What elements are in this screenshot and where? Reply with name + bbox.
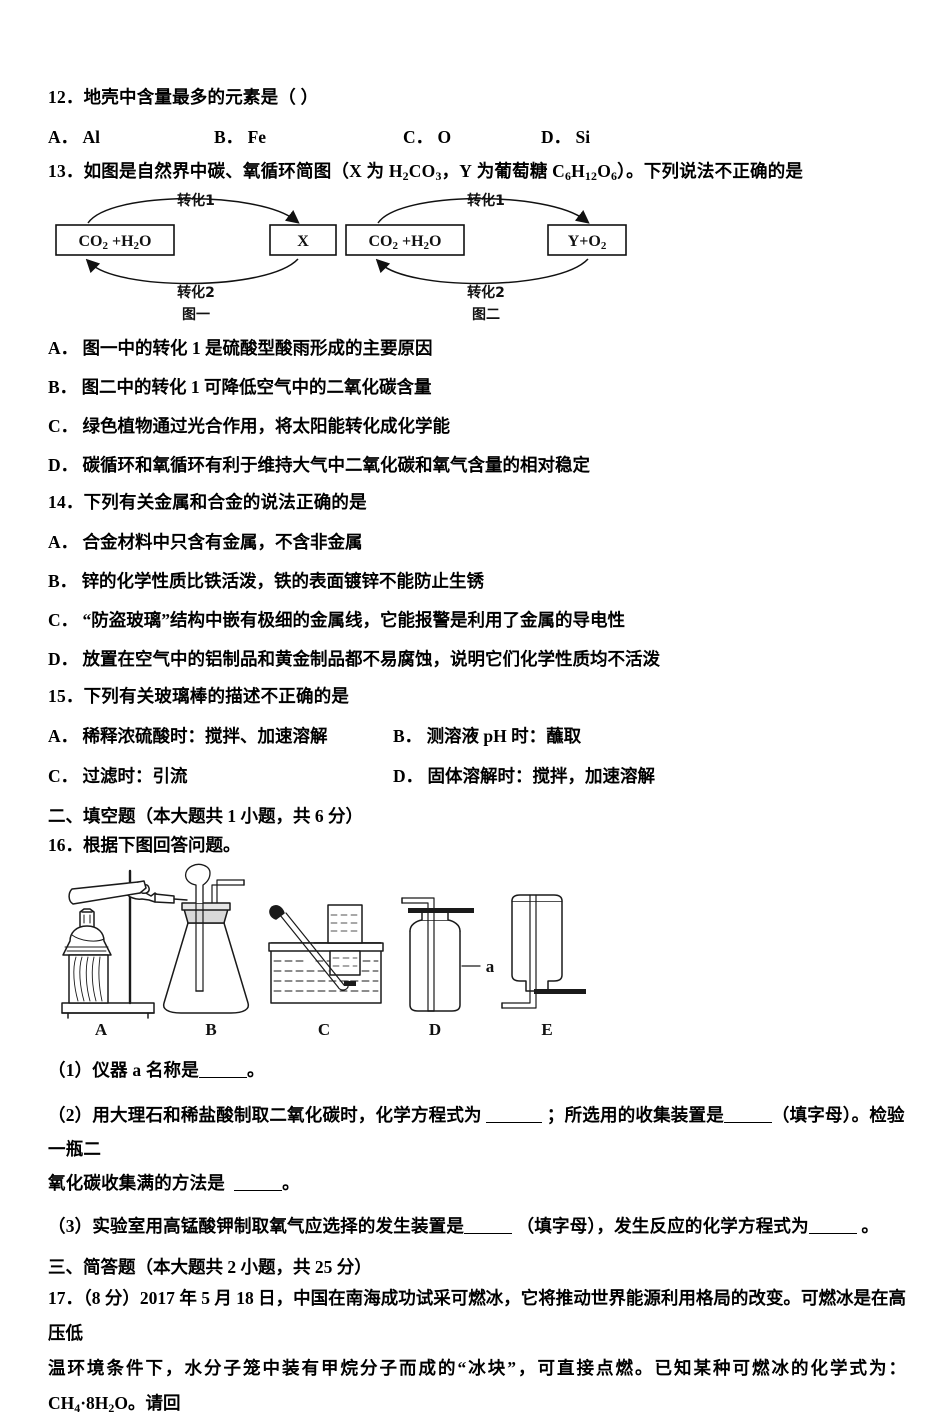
- q15-options-row-1: A． 稀释浓硫酸时：搅拌、加速溶解 B． 测溶液 pH 时：蘸取: [48, 723, 906, 749]
- q12-option-a: A． Al: [48, 126, 101, 147]
- answer-blank[interactable]: [723, 1122, 772, 1124]
- q14-option-d: D． 放置在空气中的铝制品和黄金制品都不易腐蚀，说明它们化学性质均不活泼: [48, 648, 661, 669]
- svg-text:转化2: 转化2: [177, 284, 215, 301]
- answer-blank[interactable]: [198, 1076, 247, 1078]
- q12-option-c: C． O: [403, 126, 452, 147]
- question-13-stem: 13．如图是自然界中碳、氧循环简图（X 为 H2CO3，Y 为葡萄糖 C6H12…: [48, 160, 804, 183]
- apparatus-label-b: B: [205, 1020, 216, 1039]
- svg-text:转化2: 转化2: [467, 284, 505, 301]
- svg-text:转化1: 转化1: [467, 192, 505, 209]
- apparatus-diagram-svg: A: [61, 863, 586, 1039]
- apparatus-label-e: E: [541, 1020, 552, 1039]
- svg-text:转化1: 转化1: [177, 192, 215, 209]
- exam-page: 12．地壳中含量最多的元素是（ ） A． Al B． Fe C． O D． Si…: [48, 87, 906, 1414]
- figure-two: CO2 +H2O Y+O2 转化1 转化2 图二: [345, 192, 627, 323]
- section-2-heading: 二、填空题（本大题共 1 小题，共 6 分）: [48, 805, 363, 826]
- q14-option-a: A． 合金材料中只含有金属，不含非金属: [48, 531, 363, 552]
- question-12-stem: 12．地壳中含量最多的元素是（ ）: [48, 87, 319, 107]
- q13-option-a: A． 图一中的转化 1 是硫酸型酸雨形成的主要原因: [48, 338, 433, 359]
- q15-option-d: D． 固体溶解时：搅拌，加速溶解: [393, 765, 656, 786]
- apparatus-diagram: A: [48, 863, 906, 1049]
- q12-option-b: B． Fe: [214, 126, 267, 147]
- apparatus-annotation-a: a: [486, 957, 495, 976]
- svg-text:图二: 图二: [472, 307, 500, 323]
- question-14-stem: 14．下列有关金属和合金的说法正确的是: [48, 492, 367, 513]
- q15-option-c: C． 过滤时：引流: [48, 765, 188, 786]
- carbon-oxygen-cycle-diagram: CO2 +H2O X 转化1 转化2 图一 CO2 +H2O Y+O2: [48, 187, 906, 325]
- q13-option-c: C． 绿色植物通过光合作用，将太阳能转化成化学能: [48, 416, 451, 437]
- q13-option-d: D． 碳循环和氧循环有利于维持大气中二氧化碳和氧气含量的相对稳定: [48, 455, 591, 476]
- q12-option-d: D． Si: [541, 126, 591, 147]
- q14-option-b: B． 锌的化学性质比铁活泼，铁的表面镀锌不能防止生锈: [48, 570, 485, 591]
- svg-text:CO2 +H2O: CO2 +H2O: [78, 233, 151, 252]
- apparatus-label-c: C: [318, 1020, 330, 1039]
- apparatus-c-water-displacement: [268, 903, 384, 1004]
- svg-text:X: X: [297, 233, 309, 250]
- question-16-sub-3: （3）实验室用高锰酸钾制取氧气应选择的发生装置是 （填字母），发生反应的化学方程…: [48, 1215, 880, 1236]
- question-16-stem: 16．根据下图回答问题。: [48, 834, 241, 855]
- question-17-line-1: 17．（8 分）2017 年 5 月 18 日，中国在南海成功试采可燃冰，它将推…: [48, 1288, 906, 1344]
- figure-one: CO2 +H2O X 转化1 转化2 图一: [55, 192, 337, 323]
- q13-option-b: B． 图二中的转化 1 可降低空气中的二氧化碳含量: [48, 377, 432, 398]
- cycle-diagram-svg: CO2 +H2O X 转化1 转化2 图一 CO2 +H2O Y+O2: [55, 192, 627, 323]
- question-12-options: A． Al B． Fe C． O D． Si: [48, 124, 906, 148]
- question-15-stem: 15．下列有关玻璃棒的描述不正确的是: [48, 685, 350, 706]
- question-16-sub-2: （2）用大理石和稀盐酸制取二氧化碳时，化学方程式为 ；所选用的收集装置是（填字母…: [48, 1105, 905, 1194]
- answer-blank[interactable]: [486, 1122, 543, 1124]
- answer-blank[interactable]: [464, 1232, 513, 1234]
- apparatus-label-d: D: [429, 1020, 441, 1039]
- section-3-heading: 三、简答题（本大题共 2 小题，共 25 分）: [48, 1257, 372, 1278]
- svg-text:图一: 图一: [182, 307, 210, 323]
- answer-blank[interactable]: [808, 1232, 857, 1234]
- q15-options-row-2: C． 过滤时：引流 D． 固体溶解时：搅拌，加速溶解: [48, 763, 906, 789]
- question-17-text: 17．（8 分）2017 年 5 月 18 日，中国在南海成功试采可燃冰，它将推…: [48, 1281, 906, 1421]
- apparatus-d-gas-bottle: [401, 896, 481, 1012]
- q14-option-c: C． “防盗玻璃”结构中嵌有极细的金属线，它能报警是利用了金属的导电性: [48, 609, 626, 630]
- answer-blank[interactable]: [234, 1190, 283, 1192]
- apparatus-label-a: A: [95, 1020, 108, 1039]
- question-16-sub-1: （1）仪器 a 名称是。: [48, 1059, 265, 1080]
- apparatus-a-heating-test-tube: [61, 869, 188, 1019]
- apparatus-e-inverted-gas-bottle: [501, 893, 586, 1009]
- q15-option-b: B． 测溶液 pH 时：蘸取: [393, 725, 582, 746]
- svg-text:Y+O2: Y+O2: [568, 233, 607, 252]
- svg-text:CO2 +H2O: CO2 +H2O: [368, 233, 441, 252]
- apparatus-b-flask-with-funnel: [162, 863, 250, 1014]
- question-17-line-2: 温环境条件下，水分子笼中装有甲烷分子而成的“冰块”，可直接点燃。已知某种可燃冰的…: [48, 1358, 906, 1416]
- page-content: 12．地壳中含量最多的元素是（ ） A． Al B． Fe C． O D． Si…: [48, 86, 906, 1421]
- q15-option-a: A． 稀释浓硫酸时：搅拌、加速溶解: [48, 725, 328, 746]
